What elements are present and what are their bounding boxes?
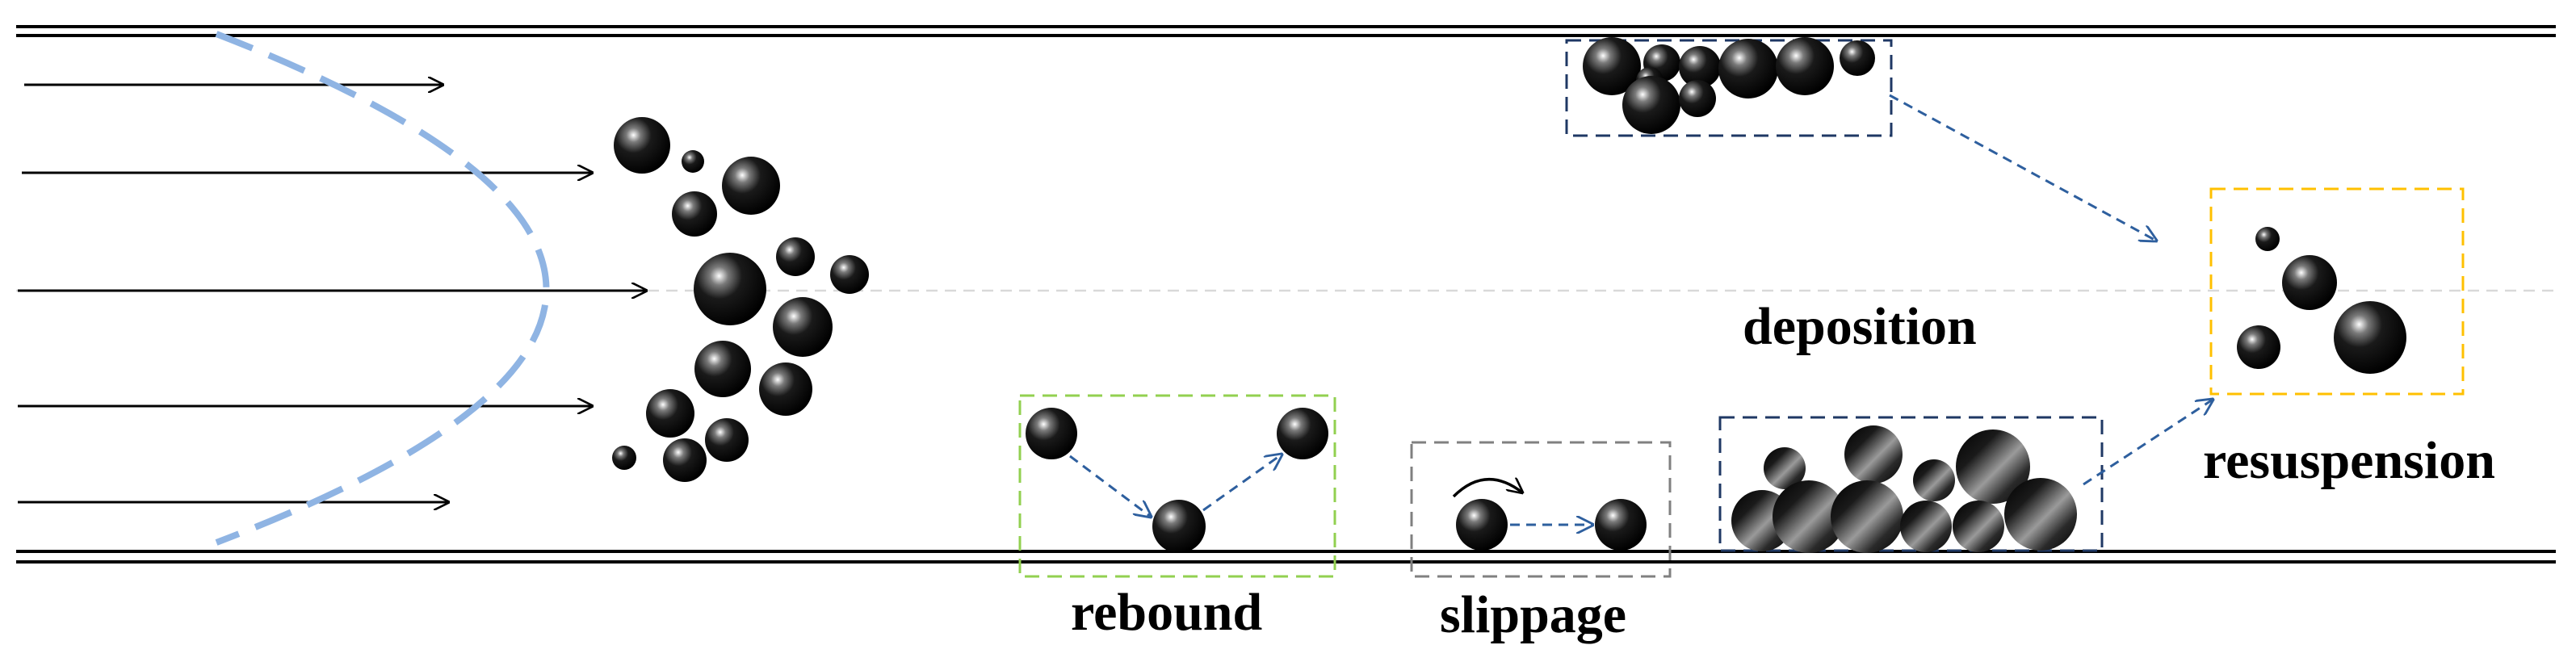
deposition-top-box [1565, 39, 1893, 137]
deposition-bottom-box [1718, 416, 2104, 552]
rotation-arrow-icon [1452, 480, 1522, 498]
top-pipe-wall [16, 25, 2556, 37]
deposition-to-resuspension-arrow [1889, 94, 2156, 241]
resuspension-label: resuspension [2203, 431, 2495, 490]
suspended-particle-cluster [612, 117, 869, 482]
bottom-pipe-wall [16, 550, 2556, 564]
rebound-incoming-arrow [1069, 455, 1151, 517]
slippage-box [1410, 441, 1672, 578]
deposited-particles-top [1583, 37, 1875, 134]
deposited-particles-bottom [1731, 425, 2077, 553]
deposition-label: deposition [1743, 297, 1977, 356]
rebound-outgoing-arrow [1202, 455, 1282, 512]
resuspension-box [2209, 187, 2465, 396]
inlet-flow-arrows [18, 85, 646, 502]
slippage-label: slippage [1440, 585, 1627, 644]
slippage-particles [1456, 499, 1647, 551]
resuspended-particles [2237, 227, 2406, 374]
velocity-profile-curve [215, 31, 550, 546]
pile-to-resuspension-arrow [2083, 400, 2213, 486]
rebound-particles [1026, 408, 1328, 553]
rebound-label: rebound [1071, 583, 1263, 642]
